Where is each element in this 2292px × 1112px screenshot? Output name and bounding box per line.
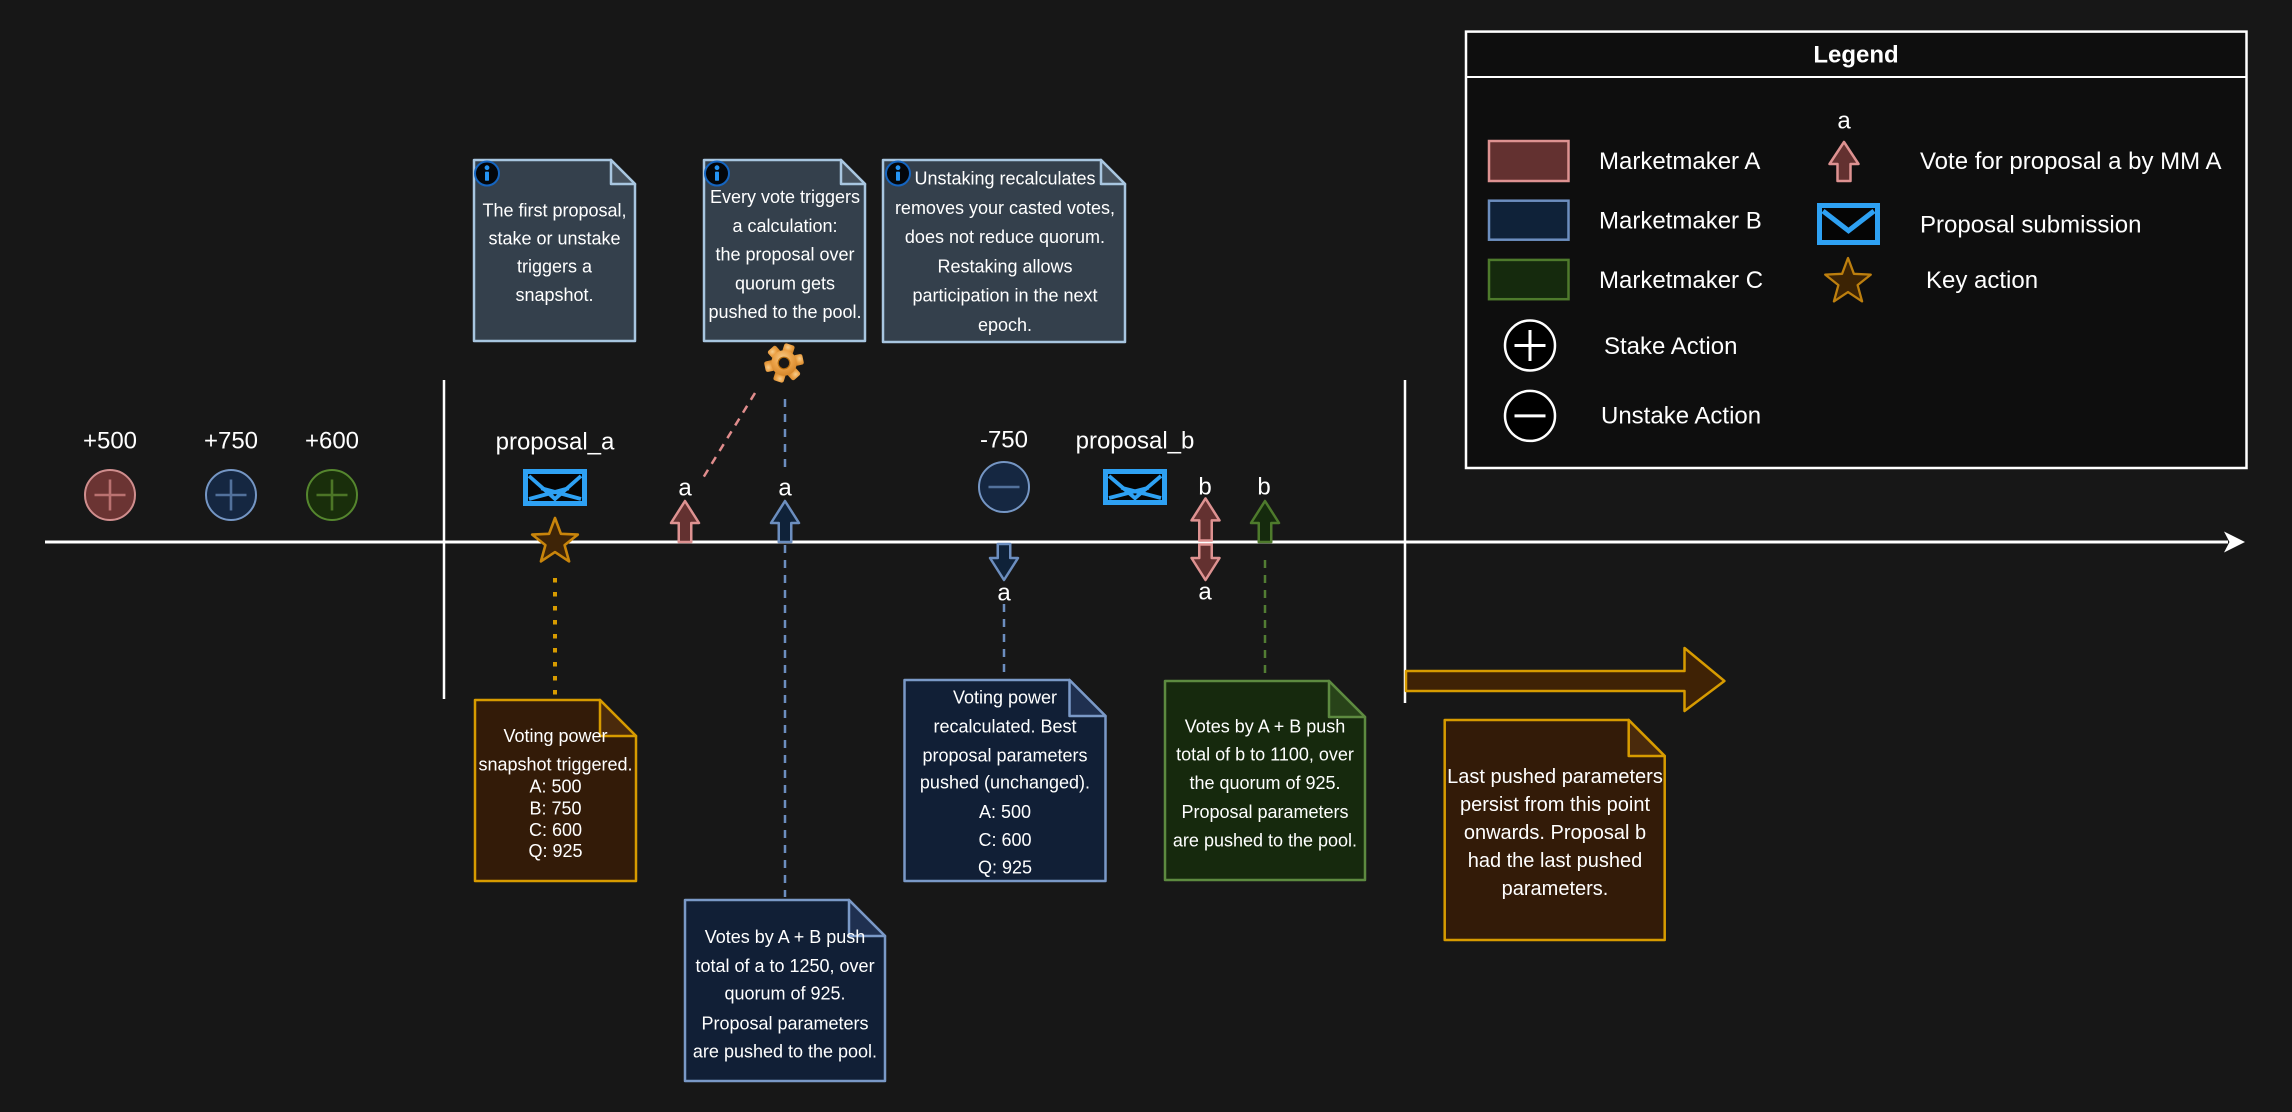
svg-text:onwards. Proposal b: onwards. Proposal b (1464, 822, 1646, 844)
svg-text:A: 500: A: 500 (529, 776, 581, 796)
svg-text:a: a (678, 475, 692, 502)
svg-text:Votes by A + B push: Votes by A + B push (1185, 716, 1346, 736)
svg-text:quorum of 925.: quorum of 925. (724, 984, 845, 1004)
svg-text:are pushed to the pool.: are pushed to the pool. (1173, 830, 1357, 850)
svg-text:Marketmaker B: Marketmaker B (1599, 208, 1762, 235)
svg-text:+750: +750 (204, 428, 258, 455)
svg-text:A: 500: A: 500 (979, 802, 1031, 822)
svg-text:B: 750: B: 750 (529, 798, 581, 818)
svg-text:b: b (1198, 474, 1211, 501)
svg-text:epoch.: epoch. (978, 315, 1032, 335)
svg-text:C: 600: C: 600 (978, 830, 1031, 850)
svg-text:Last pushed parameters: Last pushed parameters (1447, 766, 1663, 788)
svg-text:had the last pushed: had the last pushed (1468, 850, 1643, 872)
svg-text:proposal_a: proposal_a (496, 429, 615, 456)
svg-text:participation in the next: participation in the next (912, 286, 1097, 306)
svg-text:total of a to 1250, over: total of a to 1250, over (695, 956, 874, 976)
svg-text:Proposal parameters: Proposal parameters (701, 1013, 868, 1033)
svg-text:parameters.: parameters. (1502, 878, 1609, 900)
svg-text:pushed to the pool.: pushed to the pool. (708, 302, 861, 322)
svg-text:Voting power: Voting power (953, 687, 1057, 707)
svg-text:+500: +500 (83, 428, 137, 455)
svg-text:Key action: Key action (1926, 267, 2038, 294)
svg-text:snapshot.: snapshot. (515, 285, 593, 305)
svg-text:b: b (1257, 474, 1270, 501)
svg-text:recalculated. Best: recalculated. Best (933, 717, 1076, 737)
svg-text:Votes by A + B push: Votes by A + B push (705, 927, 866, 947)
svg-text:total of b to 1100, over: total of b to 1100, over (1176, 745, 1354, 765)
svg-text:stake or unstake: stake or unstake (488, 229, 620, 249)
svg-text:Q: 925: Q: 925 (978, 857, 1032, 877)
svg-text:proposal parameters: proposal parameters (922, 746, 1087, 766)
svg-text:The first proposal,: The first proposal, (482, 201, 626, 221)
svg-text:does not reduce quorum.: does not reduce quorum. (905, 227, 1105, 247)
svg-text:persist from this point: persist from this point (1460, 794, 1651, 816)
svg-text:a: a (997, 580, 1011, 607)
svg-text:a: a (1837, 108, 1851, 135)
svg-text:Unstake Action: Unstake Action (1601, 403, 1761, 430)
svg-text:Marketmaker A: Marketmaker A (1599, 148, 1760, 175)
svg-text:Restaking allows: Restaking allows (937, 256, 1072, 276)
svg-text:C: 600: C: 600 (529, 820, 582, 840)
svg-text:are pushed to the pool.: are pushed to the pool. (693, 1041, 877, 1061)
svg-text:Legend: Legend (1813, 42, 1898, 69)
svg-text:pushed (unchanged).: pushed (unchanged). (920, 773, 1090, 793)
svg-text:triggers a: triggers a (517, 257, 593, 277)
svg-text:proposal_b: proposal_b (1076, 428, 1195, 455)
svg-text:+600: +600 (305, 428, 359, 455)
svg-text:a: a (778, 475, 792, 502)
svg-text:Marketmaker C: Marketmaker C (1599, 267, 1763, 294)
svg-text:Every vote triggers: Every vote triggers (710, 187, 860, 207)
svg-text:snapshot triggered.: snapshot triggered. (478, 755, 632, 775)
svg-text:Stake Action: Stake Action (1604, 333, 1737, 360)
svg-text:removes your casted votes,: removes your casted votes, (895, 198, 1115, 218)
svg-text:quorum gets: quorum gets (735, 273, 835, 293)
svg-text:a calculation:: a calculation: (732, 216, 837, 236)
svg-text:a: a (1198, 579, 1212, 606)
svg-text:-750: -750 (980, 427, 1028, 454)
svg-text:Unstaking recalculates: Unstaking recalculates (914, 169, 1095, 189)
svg-text:Q: 925: Q: 925 (528, 841, 582, 861)
svg-text:the proposal over: the proposal over (715, 245, 854, 265)
svg-text:Proposal submission: Proposal submission (1920, 212, 2141, 239)
svg-text:the quorum of 925.: the quorum of 925. (1189, 773, 1340, 793)
svg-text:Voting power: Voting power (503, 726, 607, 746)
svg-text:Proposal parameters: Proposal parameters (1181, 802, 1348, 822)
svg-text:Vote for proposal a by MM A: Vote for proposal a by MM A (1920, 148, 2222, 175)
